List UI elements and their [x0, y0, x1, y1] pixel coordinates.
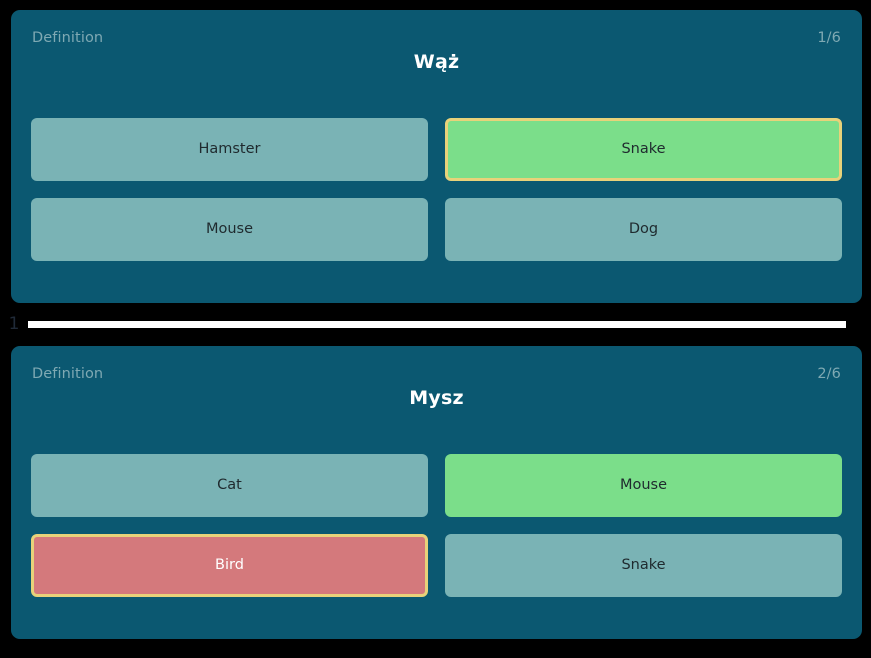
question-term: Wąż [413, 51, 460, 73]
card-type-label: Definition [32, 365, 104, 382]
progress-bar[interactable] [28, 321, 846, 328]
answer-option-label: Snake [621, 141, 666, 158]
question-card: Definition 2/6 Mysz Cat Mouse Bird Snake [11, 346, 862, 639]
answer-option[interactable]: Mouse [445, 454, 842, 517]
card-header: Definition 2/6 [11, 346, 862, 382]
answer-option-label: Snake [621, 557, 666, 574]
answer-grid: Hamster Snake Mouse Dog [31, 118, 842, 261]
card-type-label: Definition [32, 29, 104, 46]
answer-option-label: Cat [217, 477, 242, 494]
card-header: Definition 1/6 [11, 10, 862, 46]
answer-option[interactable]: Hamster [31, 118, 428, 181]
question-term: Mysz [409, 387, 464, 409]
answer-option[interactable]: Snake [445, 534, 842, 597]
answer-option-label: Mouse [619, 477, 668, 494]
answer-option-label: Bird [215, 557, 244, 574]
answer-option[interactable]: Cat [31, 454, 428, 517]
answer-option-label: Hamster [198, 141, 261, 158]
answer-option[interactable]: Dog [445, 198, 842, 261]
answer-option[interactable]: Bird [31, 534, 428, 597]
question-counter: 1/6 [817, 29, 841, 46]
answer-grid: Cat Mouse Bird Snake [31, 454, 842, 597]
answer-option[interactable]: Mouse [31, 198, 428, 261]
answer-option-label: Mouse [205, 221, 254, 238]
answer-option[interactable]: Snake [445, 118, 842, 181]
question-card: Definition 1/6 Wąż Hamster Snake Mouse D… [11, 10, 862, 303]
answer-option-label: Dog [628, 221, 659, 238]
progress-separator: 1 [0, 303, 871, 346]
separator-index: 1 [8, 314, 20, 334]
question-counter: 2/6 [817, 365, 841, 382]
